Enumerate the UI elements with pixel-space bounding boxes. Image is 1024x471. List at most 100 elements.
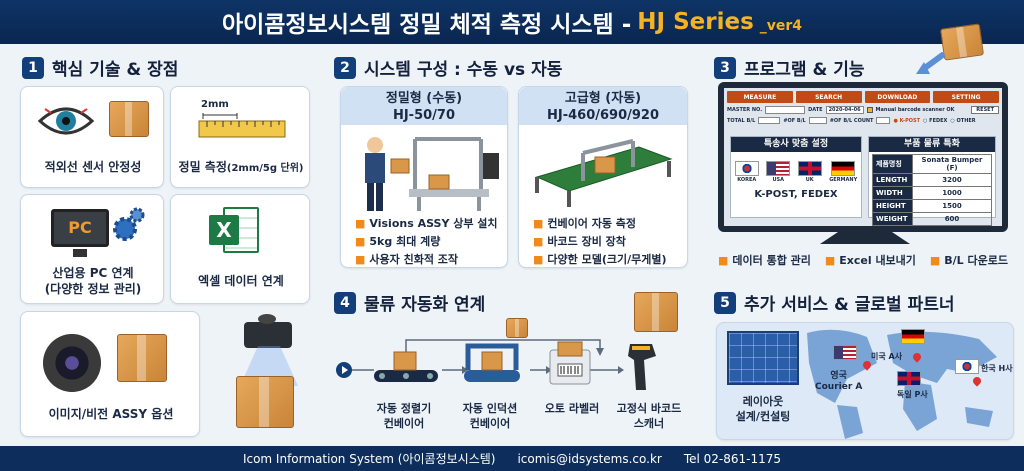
footer-company: Icom Information System (아이콤정보시스템) bbox=[242, 452, 496, 466]
bl-count-field[interactable] bbox=[876, 117, 891, 124]
tab-setting[interactable]: SETTING bbox=[933, 91, 999, 103]
tab-measure[interactable]: MEASURE bbox=[727, 91, 793, 103]
series-version: _ver4 bbox=[759, 18, 803, 34]
card-pc-label: 산업용 PC 연계 (다양한 정보 관리) bbox=[44, 266, 142, 297]
footer-email[interactable]: icomis@idsystems.co.kr bbox=[517, 451, 662, 466]
play-icon[interactable] bbox=[336, 362, 352, 378]
partner-kr-label: 한국 H사 bbox=[981, 364, 1013, 373]
world-map-icon bbox=[807, 329, 997, 439]
usa-flag-icon bbox=[833, 345, 857, 360]
courier-panel: 특송사 맞춤 설정 KOREA USA UK GERMANY bbox=[730, 136, 862, 218]
date-field[interactable]: 2020-04-06 bbox=[825, 106, 864, 114]
card-vision-label: 이미지/비전 ASSY 옵션 bbox=[48, 407, 174, 421]
card-excel: X 엑셀 데이터 연계 bbox=[170, 194, 310, 304]
program-screen: MEASURE SEARCH DOWNLOAD SETTING MASTER N… bbox=[724, 88, 1002, 226]
ruler-mark-label: 2mm bbox=[201, 99, 229, 110]
uk-flag-icon bbox=[797, 161, 822, 176]
korea-flag-icon bbox=[734, 161, 759, 176]
program-tabs: MEASURE SEARCH DOWNLOAD SETTING bbox=[727, 91, 999, 103]
reset-button[interactable]: RESET bbox=[971, 106, 999, 114]
manual-station-icon bbox=[365, 137, 499, 211]
auto-model: HJ-460/690/920 bbox=[546, 108, 660, 123]
scanner-checkbox[interactable] bbox=[866, 107, 873, 113]
master-no-field[interactable] bbox=[765, 106, 806, 114]
arrow-icon bbox=[916, 52, 946, 74]
program-monitor: MEASURE SEARCH DOWNLOAD SETTING MASTER N… bbox=[718, 82, 1008, 232]
ruler-icon bbox=[198, 113, 286, 138]
box-icon bbox=[506, 318, 528, 338]
radio-fedex[interactable]: ○ FEDEX bbox=[923, 117, 948, 124]
card-precision: 2mm 정밀 측정(2mm/5g 단위) bbox=[170, 86, 310, 188]
section-4-title: 4 물류 자동화 연계 bbox=[334, 290, 485, 315]
bl-field[interactable] bbox=[808, 117, 827, 124]
page-footer: Icom Information System (아이콤정보시스템) icomi… bbox=[0, 446, 1024, 471]
radio-kpost[interactable]: ● K-POST bbox=[893, 117, 921, 124]
card-pc: PC 산업용 PC 연계 (다양한 정보 관리) bbox=[20, 194, 164, 304]
card-infrared: 적외선 센서 안정성 bbox=[20, 86, 164, 188]
footer-tel: Tel 02-861-1175 bbox=[683, 451, 782, 466]
step-labeler-label: 오토 라벨러 bbox=[544, 402, 600, 415]
total-bl-field[interactable] bbox=[758, 117, 781, 124]
section-3-title: 3 프로그램 & 기능 bbox=[714, 55, 865, 80]
flow-arrows bbox=[348, 339, 624, 374]
auto-bullets: ■컨베이어 자동 측정 ■바코드 장비 장착 ■다양한 모델(크기/무게별) bbox=[533, 217, 667, 266]
eye-icon bbox=[37, 107, 95, 135]
card-vision: 이미지/비전 ASSY 옵션 bbox=[20, 311, 200, 437]
induction-conveyor-icon bbox=[464, 343, 520, 382]
page-title: 아이콤정보시스템 정밀 체적 측정 시스템 - bbox=[221, 12, 632, 38]
section-1-title: 1 핵심 기술 & 장점 bbox=[22, 55, 178, 80]
program-row-1: MASTER NO. DATE 2020-04-06 Manual barcod… bbox=[727, 106, 999, 114]
pc-stand-icon bbox=[73, 249, 87, 257]
courier-names: K-POST, FEDEX bbox=[754, 189, 838, 200]
korea-flag-icon bbox=[955, 359, 979, 374]
card-precision-label: 정밀 측정(2mm/5g 단위) bbox=[178, 160, 304, 174]
card-manual: 정밀형 (수동) HJ-50/70 ■Visions ASSY 상부 설치 ■5… bbox=[340, 86, 508, 268]
usa-flag-icon bbox=[766, 161, 791, 176]
series-name: HJ Series bbox=[637, 9, 754, 35]
program-row-2: TOTAL B/L #OF B/L #OF B/L COUNT ● K-POST… bbox=[727, 117, 976, 124]
labeler-icon bbox=[549, 341, 591, 385]
tab-search[interactable]: SEARCH bbox=[795, 91, 862, 103]
manual-model: HJ-50/70 bbox=[392, 108, 456, 123]
pc-monitor-icon: PC bbox=[51, 209, 109, 247]
germany-flag-icon bbox=[901, 329, 925, 344]
barcode-scanner-icon bbox=[628, 344, 656, 390]
box-icon bbox=[109, 101, 149, 137]
excel-icon: X bbox=[209, 207, 259, 253]
manual-bullets: ■Visions ASSY 상부 설치 ■5kg 최대 계량 ■사용자 친화적 … bbox=[355, 217, 498, 266]
card-auto: 고급형 (자동) HJ-460/690/920 ■컨베이어 자동 측정 ■바코드… bbox=[518, 86, 688, 268]
radio-other[interactable]: ○ OTHER bbox=[950, 117, 976, 124]
blueprint-icon bbox=[727, 331, 799, 385]
gear-icon bbox=[113, 207, 145, 241]
uk-flag-icon bbox=[897, 371, 921, 386]
camera-lens-icon bbox=[43, 334, 101, 392]
box-icon bbox=[634, 292, 678, 332]
flag-row: KOREA USA UK GERMANY bbox=[731, 158, 861, 183]
section-2-title: 2 시스템 구성 : 수동 vs 자동 bbox=[334, 55, 562, 80]
page-header: 아이콤정보시스템 정밀 체적 측정 시스템 - HJ Series _ver4 bbox=[0, 0, 1024, 44]
program-features: ■데이터 통합 관리 ■Excel 내보내기 ■B/L 다운로드 bbox=[718, 254, 1008, 267]
partner-us-label: 미국 A사 bbox=[871, 352, 903, 361]
manual-name: 정밀형 (수동) bbox=[385, 91, 463, 106]
germany-flag-icon bbox=[831, 161, 856, 176]
box-icon bbox=[117, 334, 167, 382]
vision-scanner-icon bbox=[244, 314, 292, 348]
monitor-stand-icon bbox=[820, 232, 910, 244]
sorter-conveyor-icon bbox=[374, 351, 438, 382]
auto-name: 고급형 (자동) bbox=[564, 91, 642, 106]
section-5-title: 5 추가 서비스 & 글로벌 파트너 bbox=[714, 290, 955, 315]
tab-download[interactable]: DOWNLOAD bbox=[864, 91, 931, 103]
